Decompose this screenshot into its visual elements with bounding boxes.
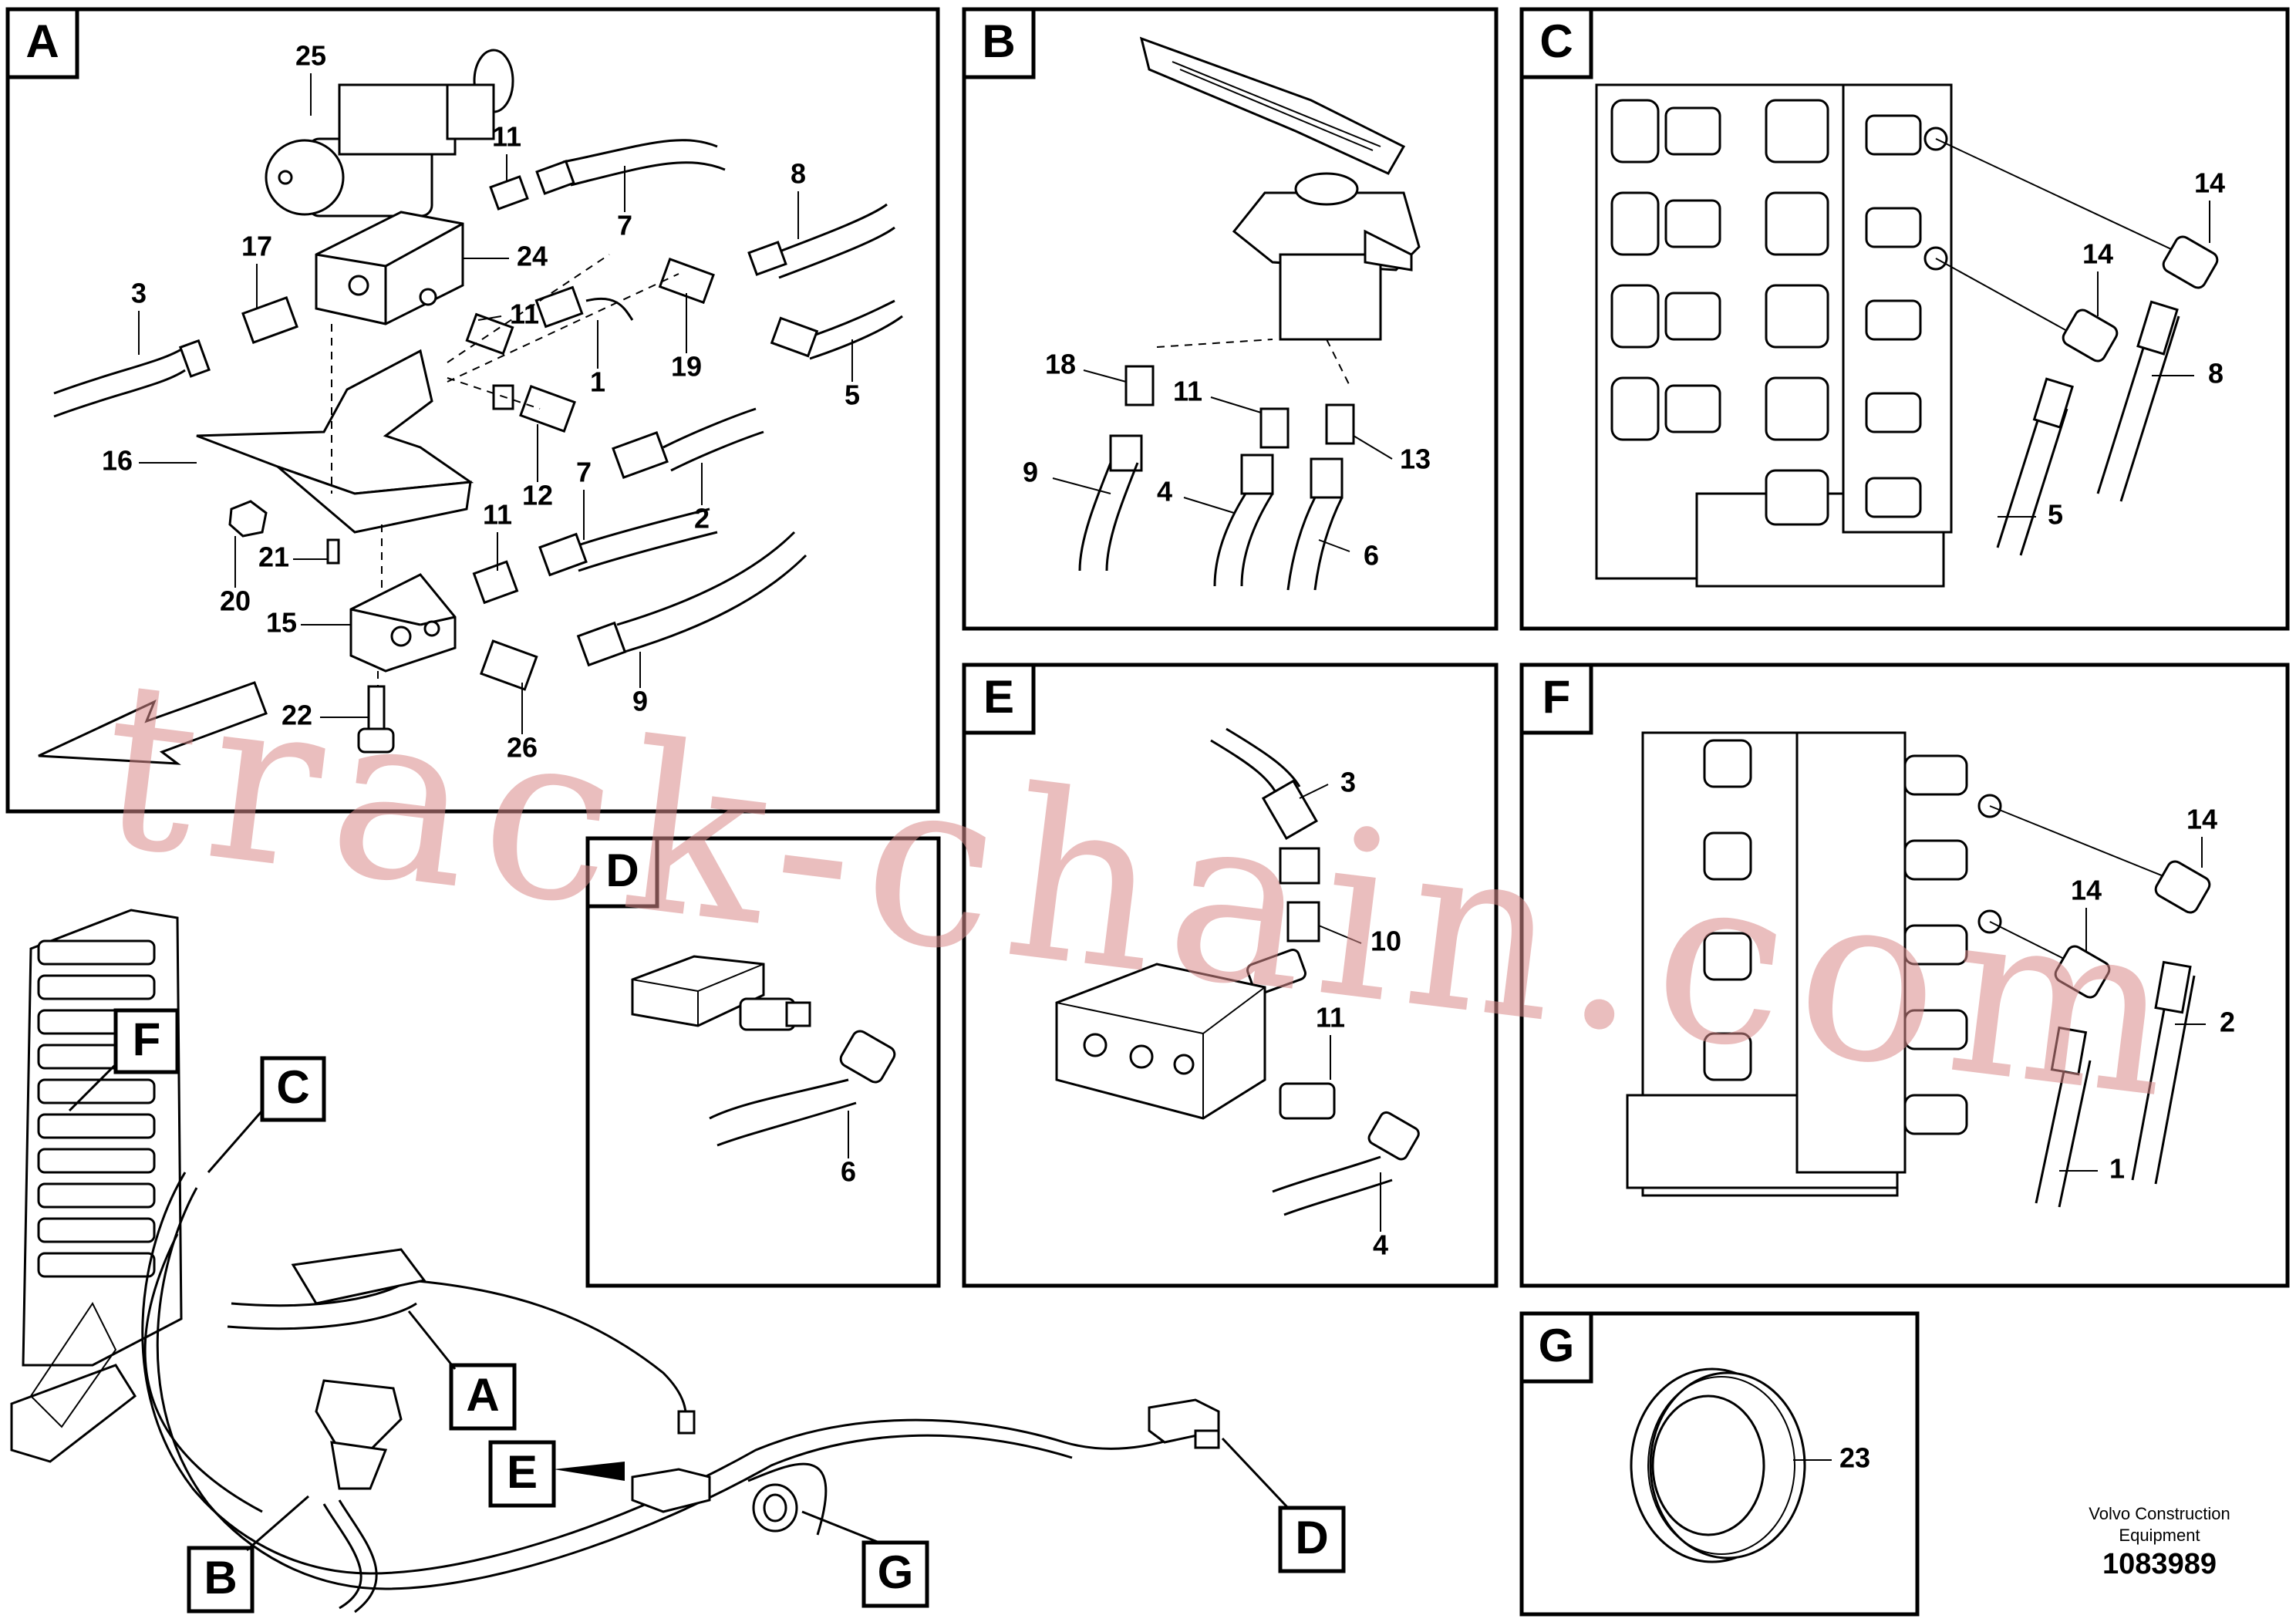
drawing-number: 1083989 [2102,1548,2217,1580]
panel-g-letter: G [1539,1320,1575,1371]
label-11b: 11 [510,298,539,330]
label-9: 9 [632,686,648,717]
panel-b-letter: B [982,15,1015,67]
bracket-16 [196,324,474,534]
label-7b: 7 [576,457,592,488]
panel-a-letter: A [25,15,59,67]
label-5: 5 [2048,499,2063,531]
label-6: 6 [841,1156,856,1188]
screw-21 [326,538,340,565]
callout-g: G [801,1510,929,1608]
valve-block-15 [349,524,457,733]
callout-b-letter: B [204,1552,237,1603]
grommet-23 [1630,1367,1806,1563]
label-11: 11 [492,121,521,153]
pedal-valve [1139,36,1421,386]
label-22: 22 [282,700,312,731]
label-2: 2 [694,503,710,534]
panel-e-letter: E [983,671,1014,723]
fittings-f [1989,805,2211,1208]
label-8: 8 [791,158,806,190]
block-d [631,955,896,1147]
label-14a: 14 [2186,804,2217,835]
panel-f-letter: F [1542,671,1571,723]
panel-g: G 23 [1519,1311,1920,1617]
label-10: 10 [1371,926,1401,957]
label-4: 4 [1373,1229,1388,1261]
callout-f-letter: F [133,1013,161,1065]
label-11c: 11 [483,499,512,531]
hoses-a [53,139,903,691]
label-25: 25 [295,40,326,72]
label-19: 19 [671,351,702,383]
label-4: 4 [1157,476,1172,508]
machine-overview: F C A E B G D [10,909,1346,1614]
label-11: 11 [1316,1002,1345,1034]
callout-d: D [1221,1437,1346,1573]
hoses-b [1078,365,1355,591]
panel-a: A [5,7,940,814]
label-6: 6 [1364,540,1379,572]
footer-company-line1: Volvo Construction [2089,1504,2230,1523]
footer: Volvo Construction Equipment 1083989 [2089,1504,2230,1580]
label-8: 8 [2208,358,2224,389]
label-14b: 14 [2071,875,2102,906]
panel-b: B 18 11 13 [962,7,1499,631]
callout-f: F [68,1008,180,1112]
label-3: 3 [1340,767,1356,798]
solenoid-valve [265,49,514,218]
label-3: 3 [131,278,147,309]
label-26: 26 [507,732,538,764]
callout-c-letter: C [276,1061,309,1113]
label-1: 1 [590,366,605,398]
block-e [1055,727,1420,1216]
callout-e-letter: E [507,1446,538,1498]
panel-f: F 14 [1519,663,2290,1288]
direction-arrow [38,681,268,765]
label-13: 13 [1400,443,1431,475]
callout-b: B [187,1495,309,1614]
label-1: 1 [2109,1153,2125,1185]
label-7: 7 [617,210,632,241]
callout-c: C [207,1056,326,1173]
footer-company-line2: Equipment [2119,1526,2200,1545]
label-2: 2 [2220,1007,2235,1038]
label-21: 21 [258,541,289,573]
label-14a: 14 [2194,167,2225,199]
label-9: 9 [1023,457,1038,488]
control-valve-stack-f [1626,731,2002,1197]
callout-g-letter: G [878,1546,914,1598]
callout-e: E [488,1440,625,1508]
fittings-c [1935,138,2219,556]
label-17: 17 [241,231,272,262]
panel-c-letter: C [1539,15,1573,67]
label-24: 24 [517,241,548,272]
label-23: 23 [1839,1442,1870,1474]
panel-c: C [1519,7,2290,631]
valve-block-24 [315,211,464,325]
label-20: 20 [220,585,251,617]
panel-d-letter: D [605,845,639,896]
label-18: 18 [1045,349,1076,380]
callout-d-letter: D [1295,1512,1328,1563]
panel-e: E 3 10 11 4 [962,663,1499,1288]
label-16: 16 [102,445,133,477]
label-11: 11 [1173,376,1202,407]
label-12: 12 [522,480,553,511]
control-valve-stack-c [1595,83,1953,588]
label-14b: 14 [2082,238,2113,270]
callout-a-letter: A [466,1369,499,1421]
label-5: 5 [845,379,860,411]
panel-d: D 6 [585,836,941,1288]
callout-a: A [407,1310,517,1431]
bolt-20 [228,500,268,538]
label-15: 15 [266,607,297,639]
